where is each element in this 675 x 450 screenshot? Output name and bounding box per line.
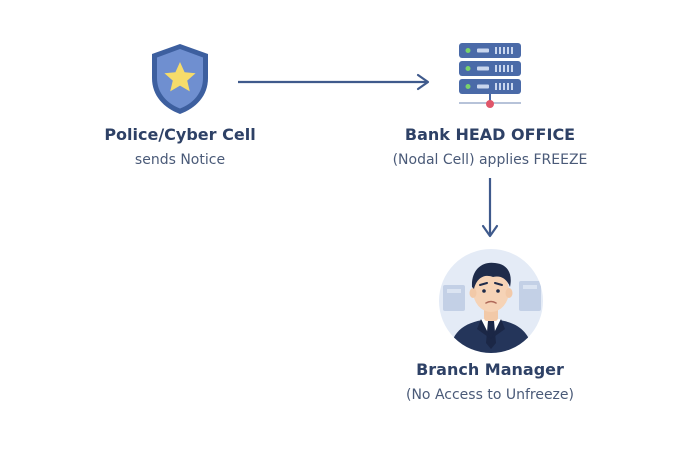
arrow-freeze xyxy=(480,176,500,242)
arrow-notice xyxy=(236,72,434,92)
node-branch: Branch Manager (No Access to Unfreeze) xyxy=(390,360,590,403)
police-badge-icon xyxy=(146,42,214,116)
node-head-office-subtitle: (Nodal Cell) applies FREEZE xyxy=(392,152,588,168)
node-branch-subtitle: (No Access to Unfreeze) xyxy=(406,387,574,403)
node-police-title: Police/Cyber Cell xyxy=(104,125,256,144)
node-branch-title: Branch Manager xyxy=(416,360,564,379)
node-head-office-title: Bank HEAD OFFICE xyxy=(404,125,576,144)
node-police-subtitle: sends Notice xyxy=(134,152,226,168)
branch-manager-avatar xyxy=(437,247,545,355)
server-icon xyxy=(455,42,525,112)
node-head-office: Bank HEAD OFFICE (Nodal Cell) applies FR… xyxy=(380,125,600,168)
node-police: Police/Cyber Cell sends Notice xyxy=(80,125,280,168)
